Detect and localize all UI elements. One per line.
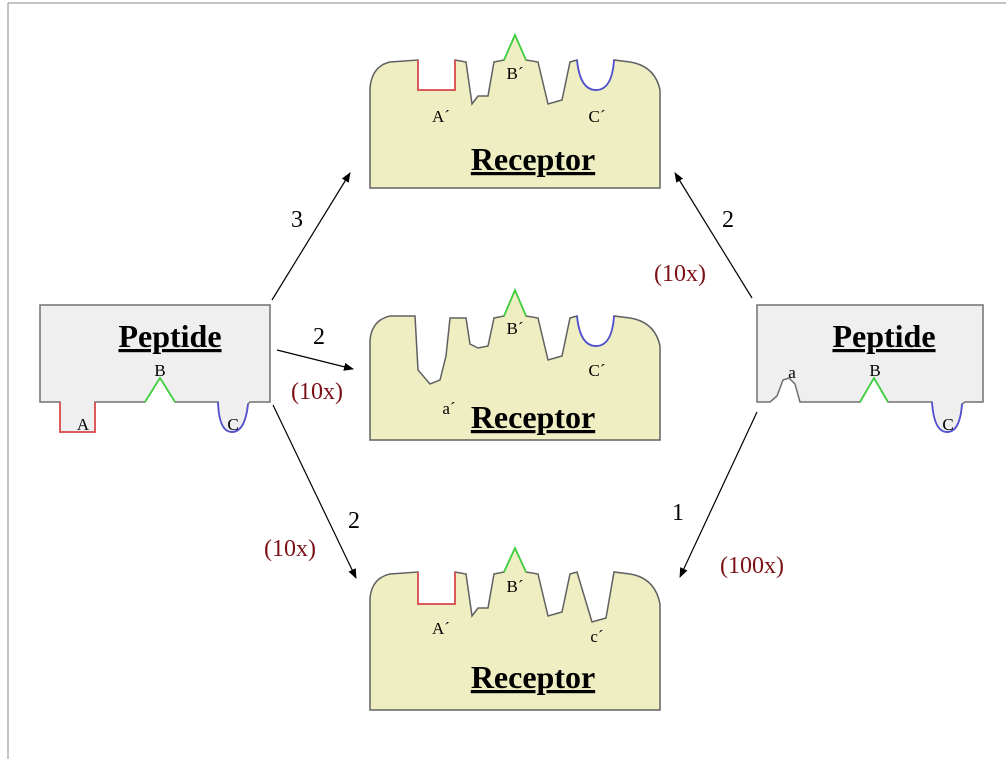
site-b-peak-green bbox=[859, 376, 889, 403]
receptor-title: Receptor bbox=[471, 659, 595, 695]
site-c-pocket-blue bbox=[576, 59, 615, 91]
arrow-right-to-top bbox=[674, 172, 753, 299]
receptor-site-a-label: A´ bbox=[432, 619, 450, 638]
arrow-factor-label: (10x) bbox=[264, 536, 316, 562]
arrow-left-to-bottom bbox=[272, 404, 357, 579]
arrow-number-label: 2 bbox=[722, 207, 734, 233]
receptor-site-c-label: C´ bbox=[589, 107, 606, 126]
receptor-site-a-label: a´ bbox=[442, 399, 455, 418]
site-c-pocket-blue bbox=[217, 401, 249, 433]
receptor-title: Receptor bbox=[471, 399, 595, 435]
arrow-left-to-middle bbox=[276, 349, 354, 371]
site-b-peak-green bbox=[503, 32, 527, 61]
arrow-factor-label: (10x) bbox=[291, 379, 343, 405]
site-a-pocket-red bbox=[417, 60, 456, 91]
site-b-peak-green bbox=[144, 376, 176, 403]
site-a-pocket-red bbox=[417, 572, 456, 605]
arrow-left-to-top bbox=[271, 172, 351, 301]
receptor-site-c-label: C´ bbox=[589, 361, 606, 380]
peptide-title: Peptide bbox=[832, 318, 935, 354]
peptide-site-c-label: C bbox=[227, 415, 238, 434]
receptor-site-a-label: A´ bbox=[432, 107, 450, 126]
receptor-site-b-label: B´ bbox=[507, 64, 524, 83]
peptide-site-c-label: C bbox=[942, 415, 953, 434]
peptide-site-a-label: a bbox=[788, 363, 796, 382]
receptor-bottom: B´ A´ c´ Receptor bbox=[369, 545, 661, 711]
site-c-pocket-blue bbox=[931, 401, 963, 433]
receptor-site-b-label: B´ bbox=[507, 319, 524, 338]
peptide-right: Peptide a B C bbox=[756, 304, 984, 434]
site-b-peak-green bbox=[503, 287, 527, 317]
receptor-site-b-label: B´ bbox=[507, 577, 524, 596]
arrow-number-label: 1 bbox=[672, 500, 684, 526]
peptide-left: Peptide B A C bbox=[39, 304, 271, 434]
peptide-site-a-label: A bbox=[77, 415, 90, 434]
arrow-factor-label: (10x) bbox=[654, 261, 706, 287]
receptor-title: Receptor bbox=[471, 141, 595, 177]
receptor-top: B´ A´ C´ Receptor bbox=[369, 32, 661, 189]
arrow-number-label: 3 bbox=[291, 207, 303, 233]
site-b-peak-green bbox=[503, 545, 527, 573]
peptide-site-b-label: B bbox=[869, 361, 880, 380]
arrow-factor-label: (100x) bbox=[720, 553, 784, 579]
arrow-number-label: 2 bbox=[313, 324, 325, 350]
peptide-title: Peptide bbox=[118, 318, 221, 354]
site-a-pocket-red bbox=[59, 402, 96, 433]
arrow-number-label: 2 bbox=[348, 508, 360, 534]
peptide-site-b-label: B bbox=[154, 361, 165, 380]
site-c-pocket-blue bbox=[576, 315, 615, 347]
receptor-site-c-label: c´ bbox=[590, 627, 603, 646]
arrow-right-to-bottom bbox=[679, 411, 758, 578]
receptor-middle: B´ C´ a´ Receptor bbox=[369, 287, 661, 441]
